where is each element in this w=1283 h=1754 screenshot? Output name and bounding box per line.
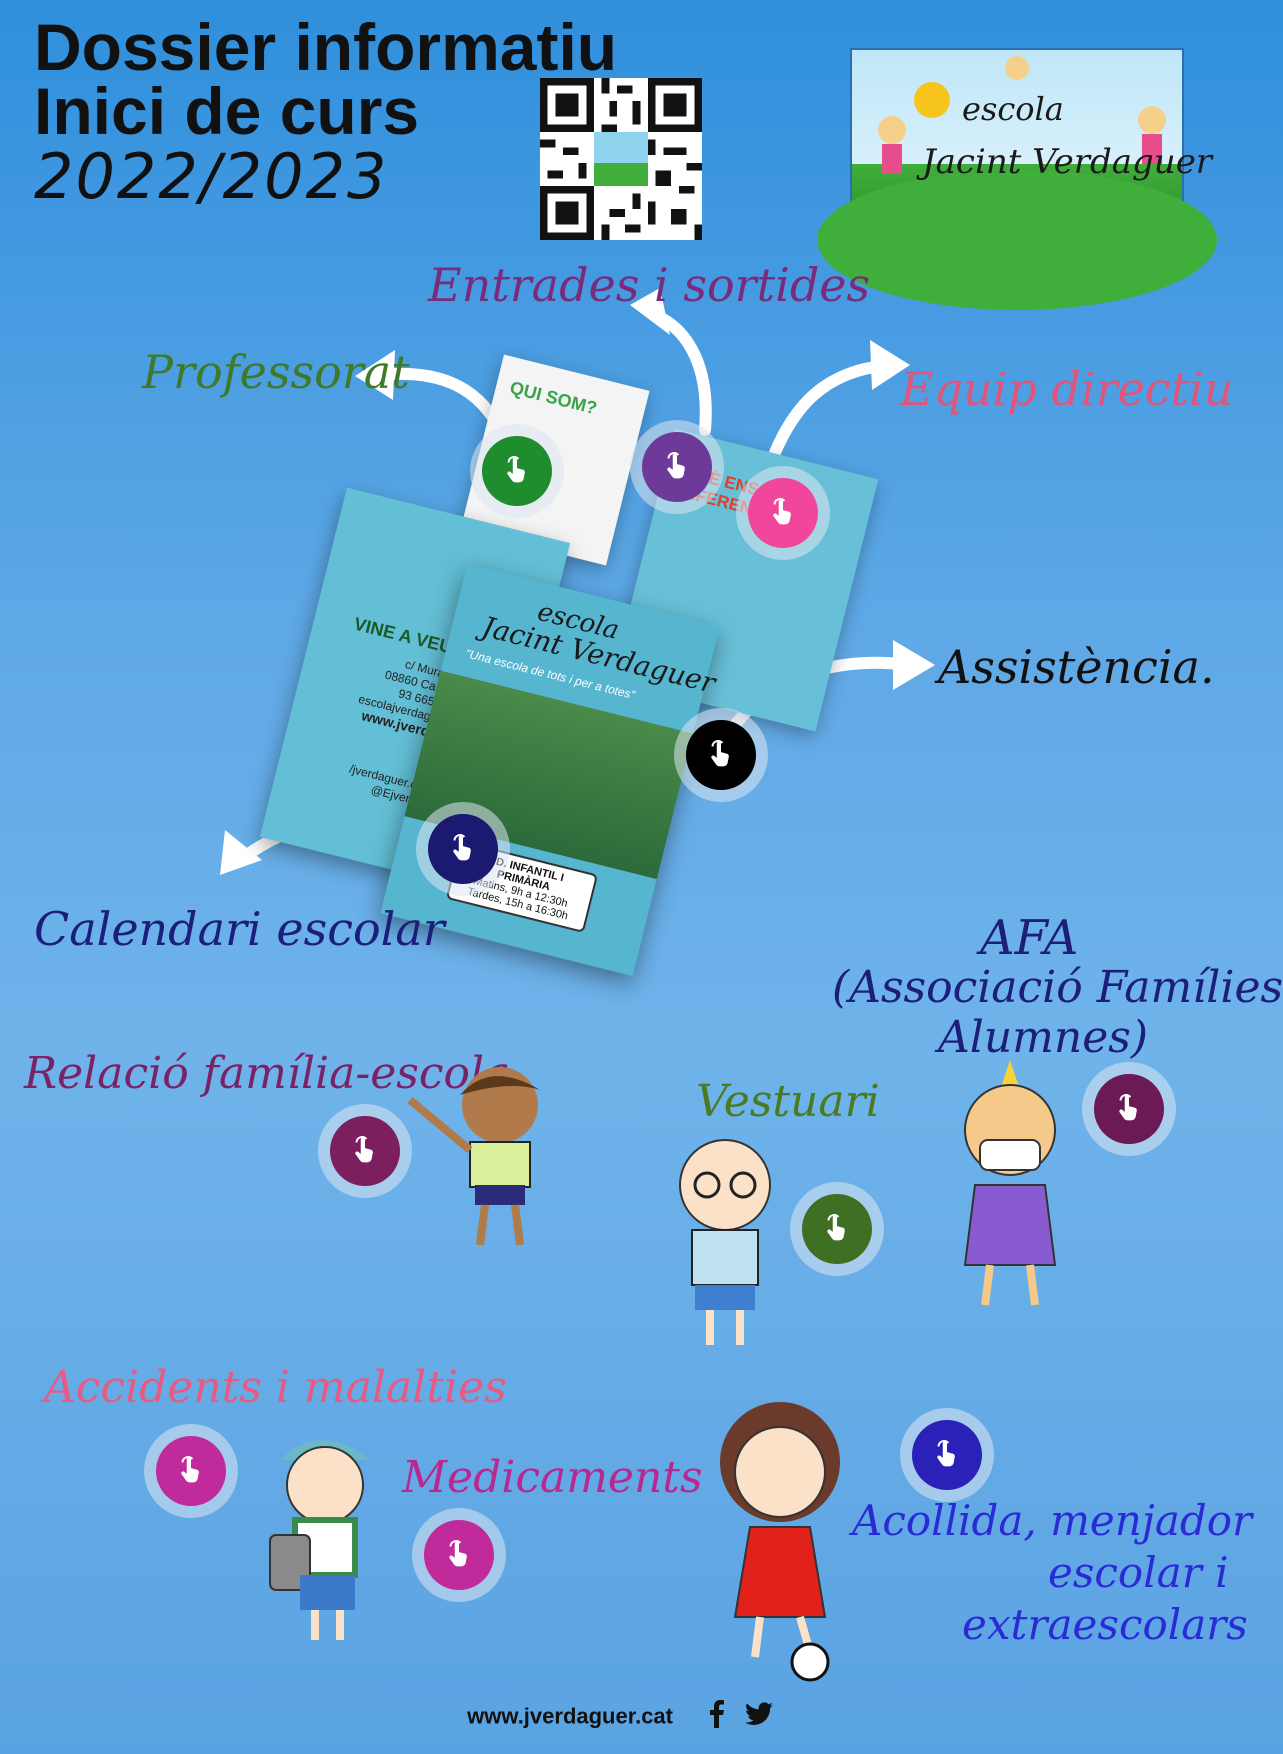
hand-pointer-icon: [773, 498, 791, 525]
label-acollida-line1[interactable]: Acollida, menjador: [852, 1496, 1253, 1545]
label-afa-line2[interactable]: (Associació Famílies: [832, 962, 1283, 1013]
hand-pointer-button-accidents[interactable]: [156, 1436, 226, 1506]
hand-pointer-button-relacio[interactable]: [330, 1116, 400, 1186]
facebook-icon[interactable]: [706, 1700, 726, 1733]
hand-pointer-button-vestuari[interactable]: [802, 1194, 872, 1264]
hand-pointer-icon: [711, 740, 729, 767]
girl-football-illustration: [720, 1402, 840, 1682]
hand-pointer-button-calendari[interactable]: [428, 814, 498, 884]
arrow-head-calendari: [220, 830, 262, 875]
label-assistencia[interactable]: Assistència.: [938, 640, 1215, 694]
school-year: 2022/2023: [34, 140, 389, 213]
hand-pointer-icon: [937, 1440, 955, 1467]
hand-pointer-button-afa[interactable]: [1094, 1074, 1164, 1144]
hand-pointer-button-professorat[interactable]: [482, 436, 552, 506]
hand-pointer-icon: [507, 456, 525, 483]
boy-waving-illustration: [407, 1067, 540, 1246]
hand-pointer-icon: [181, 1456, 199, 1483]
hand-pointer-button-equip[interactable]: [748, 478, 818, 548]
title-line-1: Dossier informatiu: [34, 10, 618, 84]
hand-pointer-icon: [1119, 1094, 1137, 1121]
title-line-2: Inici de curs: [34, 74, 420, 148]
arrow-head-equip: [870, 340, 910, 390]
label-calendari[interactable]: Calendari escolar: [34, 902, 445, 956]
label-acollida-line2[interactable]: escolar i: [1048, 1548, 1229, 1597]
hand-pointer-icon: [355, 1136, 373, 1163]
arrow-head-assistencia: [893, 640, 935, 690]
hand-pointer-button-medicaments[interactable]: [424, 1520, 494, 1590]
school-logo: escola Jacint Verdaguer: [817, 48, 1217, 310]
hand-pointer-icon: [453, 834, 471, 861]
label-entrades[interactable]: Entrades i sortides: [428, 258, 871, 312]
arrow-head-professorat: [355, 350, 395, 400]
hand-pointer-button-acollida[interactable]: [912, 1420, 982, 1490]
girl-mask-illustration: [963, 1060, 1057, 1306]
label-afa[interactable]: AFA: [980, 910, 1079, 966]
label-acollida-line3[interactable]: extraescolars: [962, 1600, 1248, 1649]
hand-pointer-icon: [827, 1214, 845, 1241]
label-accidents[interactable]: Accidents i malalties: [44, 1362, 507, 1413]
footer-url[interactable]: www.jverdaguer.cat: [467, 1703, 673, 1729]
logo-text-top: escola: [962, 90, 1064, 128]
hand-pointer-button-assistencia[interactable]: [686, 720, 756, 790]
hand-pointer-button-entrades[interactable]: [642, 432, 712, 502]
brochure-heading-qui-som: QUI SOM?: [507, 377, 600, 419]
label-equip-directiu[interactable]: Equip directiu: [900, 362, 1234, 416]
label-professorat[interactable]: Professorat: [142, 345, 410, 399]
label-relacio[interactable]: Relació família-escola: [24, 1048, 511, 1099]
hand-pointer-icon: [449, 1540, 467, 1567]
boy-tablet-illustration: [269, 1440, 370, 1640]
label-afa-line3[interactable]: Alumnes): [938, 1012, 1149, 1063]
label-vestuari[interactable]: Vestuari: [696, 1076, 880, 1127]
logo-text-bottom: Jacint Verdaguer: [922, 142, 1213, 182]
footer: www.jverdaguer.cat: [0, 1700, 1240, 1733]
boy-glasses-illustration: [679, 1139, 771, 1345]
twitter-icon[interactable]: [744, 1702, 773, 1731]
hand-pointer-icon: [667, 452, 685, 479]
qr-code-icon[interactable]: [540, 78, 702, 240]
label-medicaments[interactable]: Medicaments: [402, 1452, 703, 1503]
arrow-head-entrades: [630, 288, 670, 335]
